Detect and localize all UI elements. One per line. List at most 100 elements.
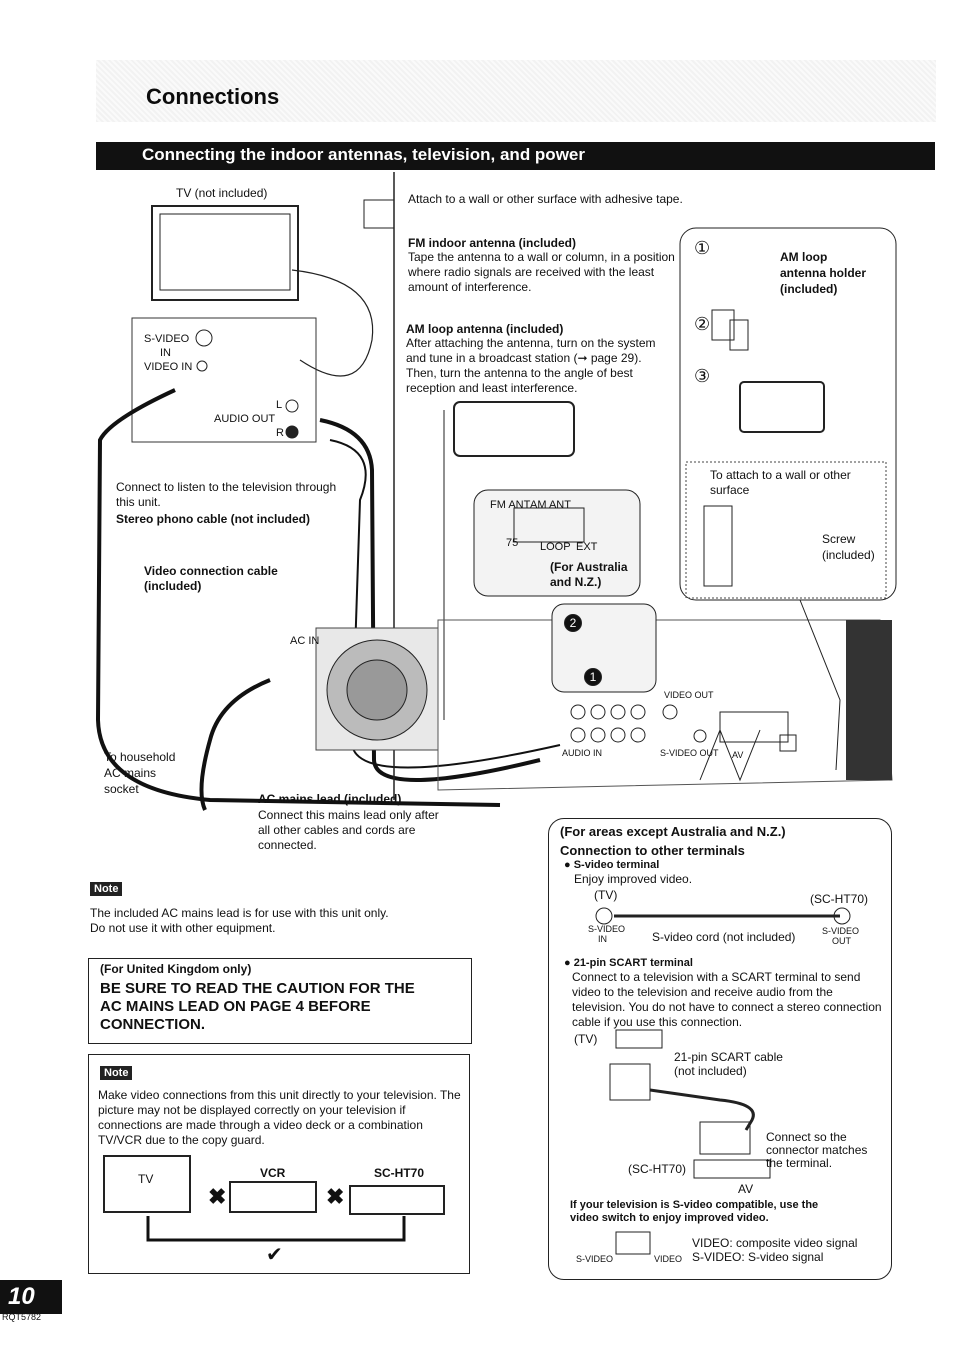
section-subtitle: Connecting the indoor antennas, televisi…: [96, 142, 935, 170]
other-title: Connection to other terminals: [560, 843, 745, 858]
note-tag-1: Note: [90, 882, 123, 896]
for-australia-1: (For Australia: [550, 560, 628, 574]
video-in-label: VIDEO IN: [144, 361, 193, 373]
svideo-in-jack: [195, 329, 213, 347]
switch-video-label: VIDEO: [654, 1254, 683, 1264]
ac-lead-title: AC mains lead (included): [258, 792, 402, 806]
video-out-label: VIDEO OUT: [664, 690, 714, 700]
svideo-def: S-VIDEO: S-video signal: [692, 1250, 824, 1264]
ac-lead-text: Connect this mains lead only after all o…: [258, 808, 439, 852]
scart-tv-label: (TV): [574, 1032, 598, 1046]
zoom-callout: [291, 269, 374, 377]
section-title: Connections: [146, 84, 280, 109]
check-icon: ✔: [266, 1244, 283, 1266]
svideo-sc: (SC-HT70): [810, 892, 869, 906]
svideo-in-2: IN: [598, 934, 607, 944]
fm-antenna-tape: [363, 199, 395, 229]
page-number: 10: [0, 1280, 62, 1314]
scart-text: Connect to a television with a SCART ter…: [572, 970, 882, 1029]
note2-sc: SC-HT70: [374, 1166, 425, 1180]
video-in-jack: [196, 360, 208, 372]
step-2-badge: 2: [564, 614, 582, 632]
compat-2: video switch to enjoy improved video.: [570, 1212, 769, 1224]
scart-cable: [649, 1088, 755, 1131]
ohm-label: 75: [506, 537, 519, 549]
svideo-in-label: S-VIDEO: [144, 333, 190, 345]
other-terminals-panel: [548, 818, 892, 1280]
svg-text:✖: ✖: [326, 1184, 344, 1209]
svideo-out-1: S-VIDEO: [822, 926, 860, 936]
ext-label: EXT: [576, 541, 598, 553]
svideo-tv: (TV): [594, 888, 618, 902]
loop-label: LOOP: [540, 541, 571, 553]
scart-av-label: AV: [738, 1182, 754, 1196]
audio-r-label: R: [276, 427, 284, 439]
tv-illustration: [151, 205, 299, 301]
am-holder-panel: [679, 227, 897, 601]
am-holder-label-2: antenna holder: [780, 266, 867, 280]
household-label-1: To household: [104, 750, 176, 764]
stereo-cable-label: Stereo phono cable (not included): [116, 512, 311, 526]
caution-line-3: CONNECTION.: [100, 1016, 205, 1033]
av-label: AV: [732, 750, 744, 760]
audio-in-label: AUDIO IN: [562, 748, 603, 758]
am-antenna-text: After attaching the antenna, turn on the…: [406, 336, 656, 395]
uk-label: (For United Kingdom only): [100, 962, 252, 976]
caution-line-2: AC MAINS LEAD ON PAGE 4 BEFORE: [100, 998, 371, 1015]
in-label: IN: [160, 347, 171, 359]
screw-label-1: Screw: [822, 532, 856, 546]
am-holder-label-3: (included): [780, 282, 838, 296]
am-antenna-title: AM loop antenna (included): [406, 322, 564, 336]
svideo-text: Enjoy improved video.: [574, 872, 693, 886]
note2-box: [88, 1054, 470, 1274]
step-2: ②: [694, 314, 711, 334]
fm-ant-label: FM ANT: [490, 499, 531, 511]
vcr-icon: [229, 1181, 317, 1213]
tv-icon: [103, 1155, 191, 1213]
connect-so-2: connector matches: [766, 1143, 868, 1157]
audio-out-label: AUDIO OUT: [214, 413, 276, 425]
connect-listen-text: Connect to listen to the television thro…: [116, 480, 337, 509]
scart-sc: [693, 1159, 771, 1179]
sc-ht70-icon: [349, 1185, 445, 1215]
note-tag-2: Note: [100, 1066, 133, 1080]
am-ant-label: AM ANT: [530, 499, 571, 511]
scart-cable-2: (not included): [674, 1064, 747, 1078]
tv-label: TV (not included): [176, 186, 268, 200]
for-australia-2: and N.Z.): [550, 575, 602, 589]
other-area: (For areas except Australia and N.Z.): [560, 824, 786, 839]
switch-svideo-label: S-VIDEO: [576, 1254, 614, 1264]
ac-in-label: AC IN: [290, 635, 320, 647]
video-switch: [615, 1231, 651, 1255]
scart-cable-1: 21-pin SCART cable: [674, 1050, 783, 1064]
attach-tape-text: Attach to a wall or other surface with a…: [408, 192, 683, 206]
wall-attach-box: [685, 461, 887, 599]
note2-tv: TV: [138, 1172, 154, 1186]
note1-text-2: Do not use it with other equipment.: [90, 921, 276, 935]
am-loop-antenna: [453, 401, 575, 457]
household-label-2: AC mains: [104, 766, 157, 780]
unit-rear-panel: [437, 619, 893, 791]
connect-so-1: Connect so the: [766, 1130, 847, 1144]
household-label-3: socket: [104, 782, 139, 796]
video-cable-label-1: Video connection cable: [144, 564, 278, 578]
antenna-terminal-callout: [473, 489, 641, 597]
audio-l-label: L: [276, 399, 283, 411]
fm-antenna-text: Tape the antenna to a wall or column, in…: [408, 250, 675, 294]
header-band: [96, 60, 936, 122]
svideo-out-label: S-VIDEO OUT: [660, 748, 719, 758]
step-1-badge: 1: [584, 668, 602, 686]
scart-tv: [615, 1029, 663, 1049]
unit-side: [846, 620, 892, 780]
audio-r-jack: [285, 425, 299, 439]
attach-wall-2: surface: [710, 483, 750, 497]
connect-so-3: the terminal.: [766, 1156, 833, 1170]
am-holder-label-1: AM loop: [780, 250, 828, 264]
attach-wall-1: To attach to a wall or other: [710, 468, 851, 482]
video-def: VIDEO: composite video signal: [692, 1236, 858, 1250]
screw-label-2: (included): [822, 548, 875, 562]
uk-caution-box: [88, 958, 472, 1044]
caution-line-1: BE SURE TO READ THE CAUTION FOR THE: [100, 980, 415, 997]
step-3: ③: [694, 366, 711, 386]
